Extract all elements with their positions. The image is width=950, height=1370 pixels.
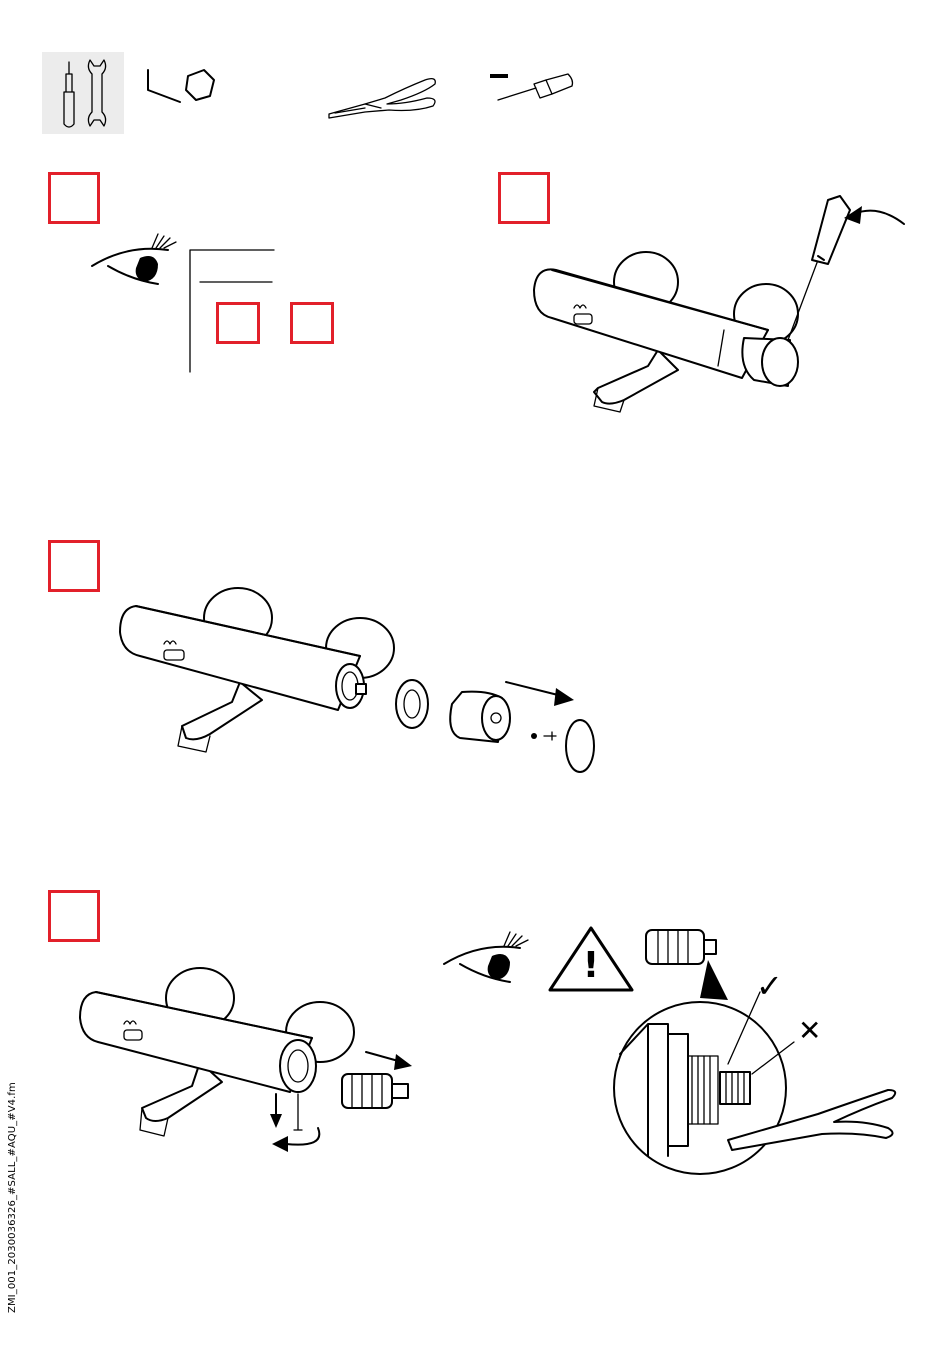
document-code: ZMI_001_2030036326_#SALL_#AQU_#V4.fm (7, 1023, 23, 1313)
tools-icon (42, 52, 124, 134)
tools-panel (42, 52, 124, 134)
step-3-box (48, 540, 100, 592)
step-2-mixer-illustration (528, 190, 918, 430)
check-ok-mark: ✓ (756, 968, 783, 1004)
step-3-mixer-illustration (116, 586, 606, 776)
step-1-option-box-b (290, 302, 334, 344)
flat-screwdriver-icon (486, 70, 582, 106)
step-4-box (48, 890, 100, 942)
allen-key-icon (140, 62, 220, 112)
cartridge-detail-illustration (608, 924, 908, 1174)
step-1-box (48, 172, 100, 224)
pliers-icon (325, 68, 445, 124)
inspect-eye-icon (88, 230, 184, 290)
inspect-eye-icon (440, 924, 536, 984)
step-4-mixer-illustration (76, 968, 426, 1158)
step-1-option-box-a (216, 302, 260, 344)
check-not-ok-mark: ✕ (798, 1014, 821, 1048)
